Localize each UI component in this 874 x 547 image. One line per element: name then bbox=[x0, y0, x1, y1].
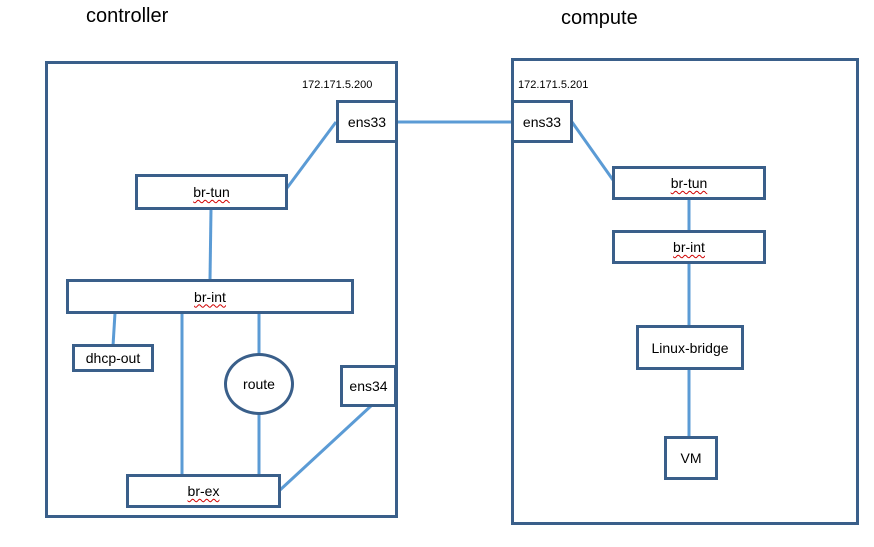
link-ctrl-brtun-brint bbox=[208, 208, 213, 281]
controller-ens33-box: ens33 bbox=[336, 100, 398, 143]
link-ctrl-ens34-brex bbox=[278, 403, 374, 492]
controller-ip-label: 172.171.5.200 bbox=[302, 79, 373, 91]
compute-br-int-box: br-int bbox=[612, 230, 766, 264]
compute-title: compute bbox=[561, 7, 638, 29]
controller-route-label: route bbox=[243, 376, 275, 392]
compute-br-tun-box: br-tun bbox=[612, 166, 766, 200]
link-comp-ens33-brtun bbox=[570, 121, 615, 181]
compute-br-tun-label: br-tun bbox=[670, 175, 708, 191]
controller-dhcp-out-box: dhcp-out bbox=[72, 344, 154, 372]
controller-br-int-box: br-int bbox=[66, 279, 354, 314]
compute-linux-bridge-box: Linux-bridge bbox=[636, 325, 744, 370]
compute-vm-box: VM bbox=[664, 436, 718, 480]
controller-br-tun-box: br-tun bbox=[135, 174, 288, 210]
controller-host-box bbox=[45, 61, 398, 518]
controller-route-node: route bbox=[224, 353, 294, 415]
controller-title: controller bbox=[86, 5, 169, 27]
compute-ens33-box: ens33 bbox=[511, 100, 573, 143]
compute-br-int-label: br-int bbox=[673, 239, 705, 255]
compute-ip-label: 172.171.5.201 bbox=[518, 79, 589, 91]
compute-host-box bbox=[511, 58, 859, 525]
compute-ens33-label: ens33 bbox=[522, 113, 562, 130]
controller-dhcp-out-label: dhcp-out bbox=[85, 350, 141, 366]
controller-br-ex-box: br-ex bbox=[126, 474, 281, 508]
compute-vm-label: VM bbox=[680, 450, 702, 466]
link-ctrl-brint-dhcp bbox=[111, 312, 117, 347]
controller-ens34-box: ens34 bbox=[340, 365, 397, 407]
controller-br-int-label: br-int bbox=[194, 288, 226, 305]
controller-ens34-label: ens34 bbox=[349, 378, 388, 394]
link-ctrl-ens33-brtun bbox=[285, 121, 338, 189]
compute-linux-bridge-label: Linux-bridge bbox=[651, 339, 729, 356]
controller-br-ex-label: br-ex bbox=[187, 483, 220, 499]
controller-br-tun-label: br-tun bbox=[193, 184, 230, 200]
controller-ens33-label: ens33 bbox=[347, 113, 387, 130]
